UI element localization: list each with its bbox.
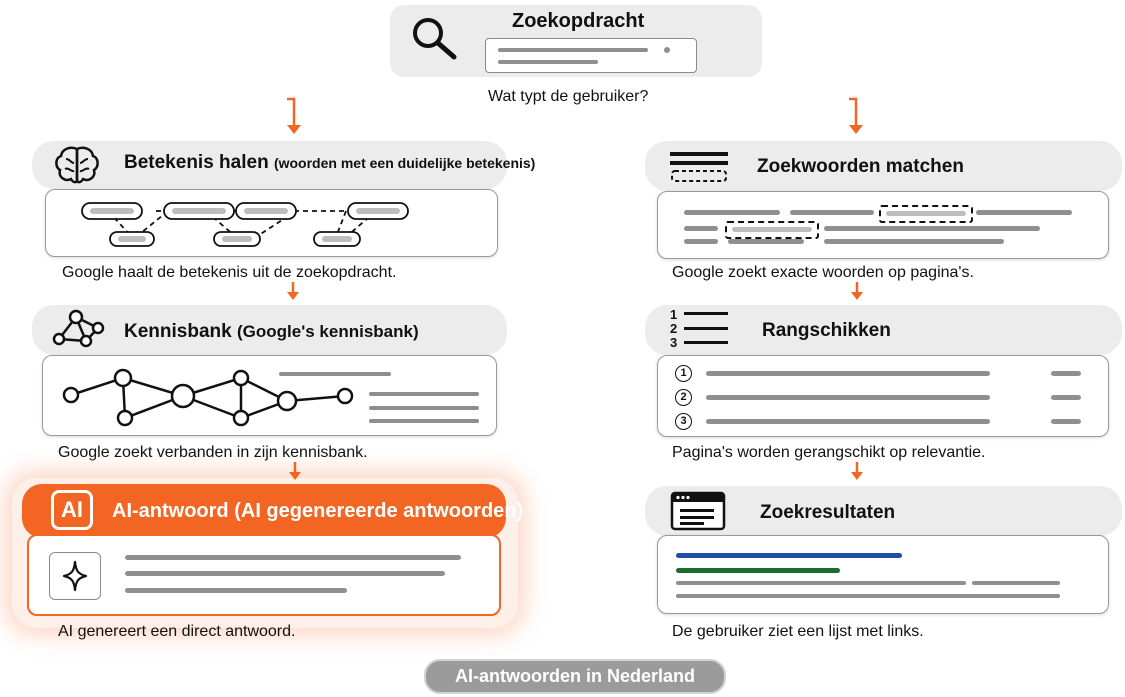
knowledge-caption: Google zoekt verbanden in zijn kennisban… <box>58 444 368 461</box>
keywords-caption: Google zoekt exacte woorden op pagina's. <box>672 264 974 281</box>
query-title: Zoekopdracht <box>512 10 645 32</box>
meaning-caption: Google haalt de betekenis uit de zoekopd… <box>62 264 397 281</box>
arrow-down-icon <box>848 282 866 302</box>
sparkle-icon <box>49 552 101 600</box>
step-panel-keywords <box>645 141 1122 191</box>
step-title-meaning: Betekenis halen (woorden met een duideli… <box>124 152 536 173</box>
results-illustration <box>657 535 1109 614</box>
result-link[interactable] <box>676 553 902 558</box>
result-link[interactable] <box>676 568 840 573</box>
query-caption: Wat typt de gebruiker? <box>488 88 649 105</box>
knowledge-illustration <box>42 355 497 436</box>
search-icon <box>408 14 460 62</box>
arrow-down-icon <box>284 282 302 302</box>
step-title-keywords: Zoekwoorden matchen <box>757 156 964 177</box>
network-icon <box>48 308 106 350</box>
keyword-highlight <box>725 221 819 239</box>
text-lines-icon <box>670 150 730 184</box>
arrow-down-icon <box>283 97 305 137</box>
ranked-list-icon: 1 2 3 <box>670 308 730 350</box>
step-panel-knowledge <box>32 305 507 355</box>
browser-window-icon <box>670 491 726 531</box>
step-panel-ai <box>22 484 506 538</box>
results-caption: De gebruiker ziet een lijst met links. <box>672 623 924 640</box>
ai-caption: AI genereert een direct antwoord. <box>58 623 296 640</box>
step-title-ranking: Rangschikken <box>762 320 891 341</box>
arrow-down-icon <box>845 97 867 137</box>
ai-icon: AI <box>51 490 93 530</box>
search-input[interactable] <box>485 38 697 73</box>
rank-badge: 1 <box>675 365 692 382</box>
ranking-illustration: 1 2 3 <box>657 355 1109 437</box>
brain-icon <box>52 144 102 186</box>
keywords-illustration <box>657 191 1109 259</box>
step-title-knowledge: Kennisbank (Google's kennisbank) <box>124 321 419 342</box>
step-panel-meaning <box>32 141 507 189</box>
arrow-down-icon <box>848 462 866 482</box>
keyword-highlight <box>879 205 973 223</box>
step-title-results: Zoekresultaten <box>760 502 896 523</box>
rank-badge: 3 <box>675 413 692 430</box>
step-title-ai: AI-antwoord (AI gegenereerde antwoorden) <box>112 500 524 522</box>
meaning-illustration <box>45 189 498 257</box>
ai-answer-card <box>27 534 501 616</box>
footer-label: AI-antwoorden in Nederland <box>424 659 726 694</box>
arrow-down-icon <box>286 462 304 482</box>
ranking-caption: Pagina's worden gerangschikt op relevant… <box>672 444 986 461</box>
rank-badge: 2 <box>675 389 692 406</box>
